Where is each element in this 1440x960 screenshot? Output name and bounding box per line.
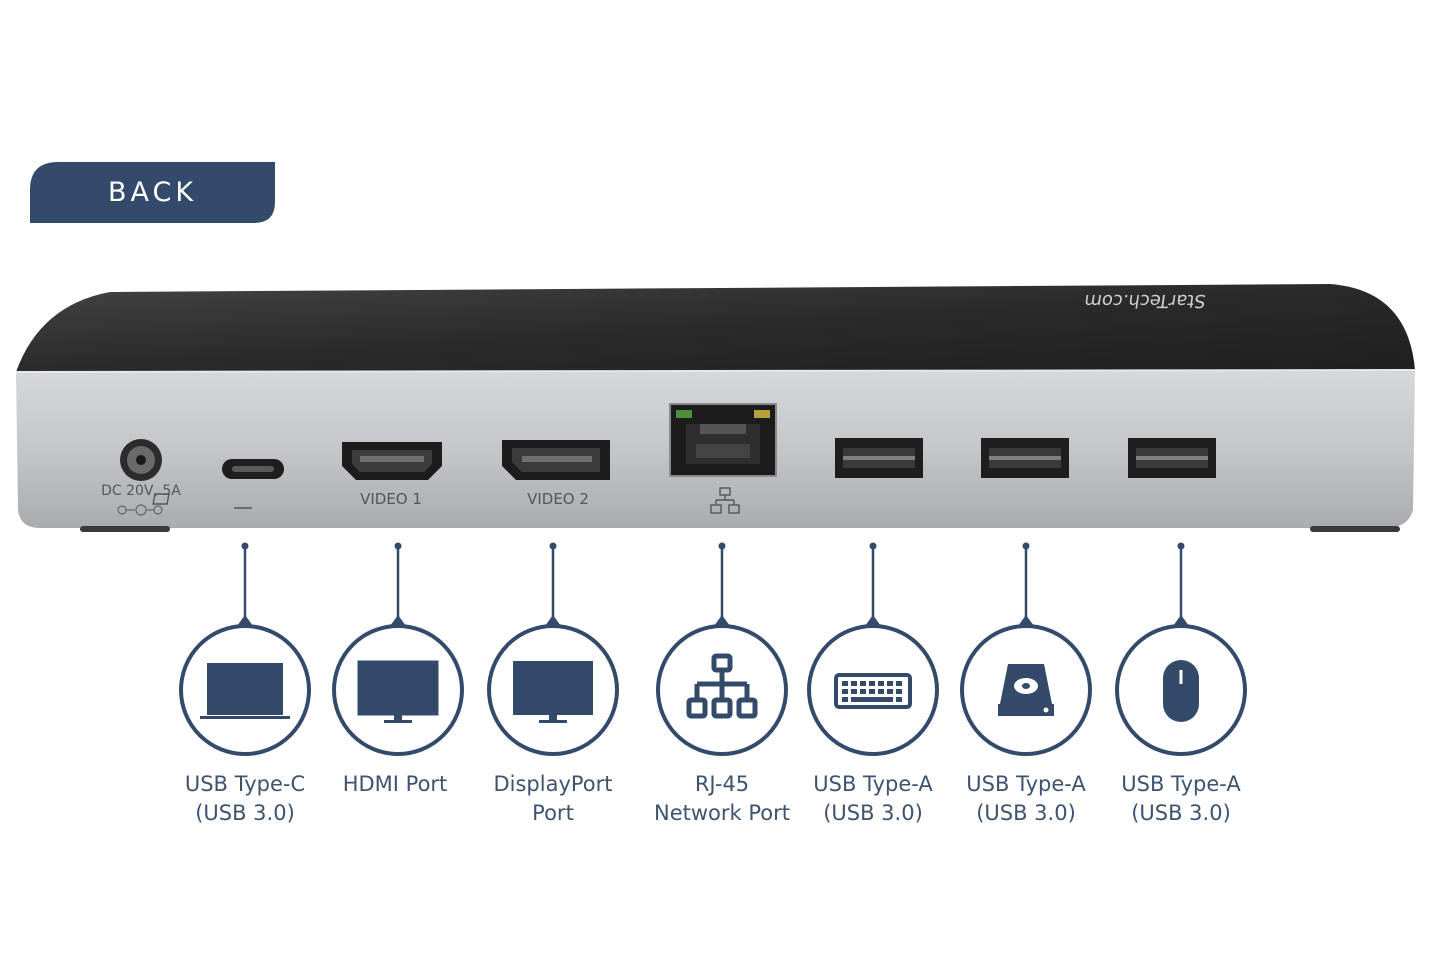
monitor-icon <box>513 661 593 723</box>
back-label: BACK <box>107 177 198 208</box>
dc-label: DC 20V, 5A <box>101 483 181 499</box>
rj45-port <box>669 403 777 477</box>
caption-line-2: (USB 3.0) <box>195 801 295 825</box>
back-tab-shape <box>30 162 275 223</box>
docking-station <box>15 284 1416 532</box>
caption-hdmi: HDMI Port <box>310 770 480 799</box>
caption-line-2: Port <box>532 801 574 825</box>
caption-displayport: DisplayPort Port <box>468 770 638 828</box>
caption-line-2: Network Port <box>654 801 790 825</box>
mouse-icon <box>1163 660 1199 722</box>
dc-jack-port <box>120 439 162 481</box>
caption-rj45: RJ-45 Network Port <box>637 770 807 828</box>
usb-a-port <box>1128 438 1216 478</box>
dock-top-surface <box>16 284 1415 372</box>
dock-foot <box>80 526 170 532</box>
caption-line-2: (USB 3.0) <box>823 801 923 825</box>
caption-line-1: USB Type-A <box>966 772 1086 796</box>
laptop-glyph <box>152 493 252 509</box>
hard-drive-icon <box>998 664 1054 716</box>
caption-usb-a-2: USB Type-A (USB 3.0) <box>941 770 1111 828</box>
caption-usb-c: USB Type-C (USB 3.0) <box>160 770 330 828</box>
caption-usb-a-3: USB Type-A (USB 3.0) <box>1096 770 1266 828</box>
caption-line-1: USB Type-C <box>184 772 306 796</box>
dock-foot <box>1310 526 1400 532</box>
usb-a-port <box>981 438 1069 478</box>
network-glyph <box>710 487 740 514</box>
caption-usb-a-1: USB Type-A (USB 3.0) <box>788 770 958 828</box>
keyboard-icon <box>834 673 912 709</box>
displayport-port <box>502 440 610 480</box>
video-1-label: VIDEO 1 <box>360 490 422 508</box>
caption-line-2: (USB 3.0) <box>976 801 1076 825</box>
caption-line-1: HDMI Port <box>342 772 448 796</box>
caption-line-1: USB Type-A <box>1121 772 1241 796</box>
caption-line-1: USB Type-A <box>813 772 933 796</box>
caption-line-2: (USB 3.0) <box>1131 801 1231 825</box>
video-2-label: VIDEO 2 <box>527 490 589 508</box>
laptop-icon <box>200 663 290 719</box>
caption-line-1: RJ-45 <box>694 772 750 796</box>
monitor-icon <box>357 660 439 723</box>
network-icon <box>686 653 758 719</box>
dc-polarity-symbol <box>117 504 163 516</box>
usb-a-port <box>835 438 923 478</box>
caption-line-1: DisplayPort <box>493 772 613 796</box>
hdmi-port <box>342 442 442 480</box>
back-tab: BACK <box>30 162 275 223</box>
